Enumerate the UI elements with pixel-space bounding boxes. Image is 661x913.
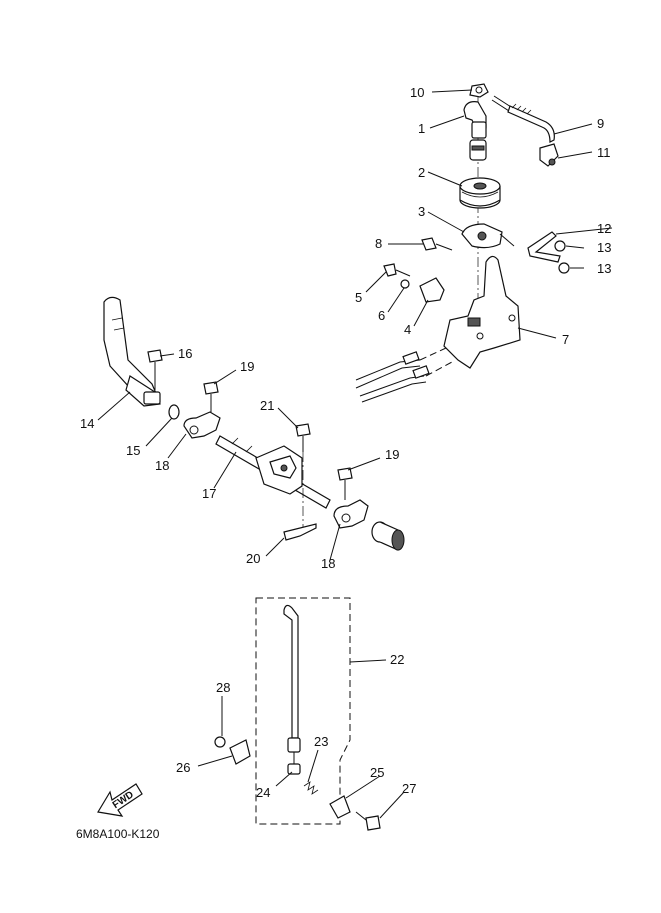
callout-13a: 13 bbox=[597, 240, 611, 255]
callout-18a: 18 bbox=[155, 458, 169, 473]
link-rod-group bbox=[214, 597, 381, 831]
callout-4: 4 bbox=[404, 322, 411, 337]
callout-2: 2 bbox=[418, 165, 425, 180]
callout-28: 28 bbox=[216, 680, 230, 695]
callout-19b: 19 bbox=[385, 447, 399, 462]
callout-23: 23 bbox=[314, 734, 328, 749]
callout-16: 16 bbox=[178, 346, 192, 361]
callout-26: 26 bbox=[176, 760, 190, 775]
callout-7: 7 bbox=[562, 332, 569, 347]
callout-17: 17 bbox=[202, 486, 216, 501]
callout-13b: 13 bbox=[597, 261, 611, 276]
callout-21: 21 bbox=[260, 398, 274, 413]
callout-10: 10 bbox=[410, 85, 424, 100]
callout-6: 6 bbox=[378, 308, 385, 323]
callout-27: 27 bbox=[402, 781, 416, 796]
callout-8: 8 bbox=[375, 236, 382, 251]
throttle-lever-assembly bbox=[103, 296, 180, 420]
callout-19a: 19 bbox=[240, 359, 254, 374]
callout-20: 20 bbox=[246, 551, 260, 566]
callout-5: 5 bbox=[355, 290, 362, 305]
diagram-code: 6M8A100-K120 bbox=[76, 827, 160, 841]
bracket-assembly bbox=[355, 231, 570, 403]
callout-9: 9 bbox=[597, 116, 604, 131]
callout-3: 3 bbox=[418, 204, 425, 219]
callout-24: 24 bbox=[256, 785, 270, 800]
callout-22: 22 bbox=[390, 652, 404, 667]
leader-lines bbox=[97, 89, 613, 819]
callout-1: 1 bbox=[418, 121, 425, 136]
callout-labels: 10 1 9 2 11 3 12 8 13 13 5 6 4 7 16 14 1… bbox=[80, 85, 611, 800]
callout-25: 25 bbox=[370, 765, 384, 780]
shaft-assembly bbox=[183, 381, 405, 551]
callout-15: 15 bbox=[126, 443, 140, 458]
callout-14: 14 bbox=[80, 416, 94, 431]
throttle-arm-assembly bbox=[459, 83, 559, 330]
fwd-arrow-icon: FWD bbox=[97, 783, 143, 817]
callout-11: 11 bbox=[597, 145, 611, 160]
callout-12: 12 bbox=[597, 221, 611, 236]
callout-18b: 18 bbox=[321, 556, 335, 571]
